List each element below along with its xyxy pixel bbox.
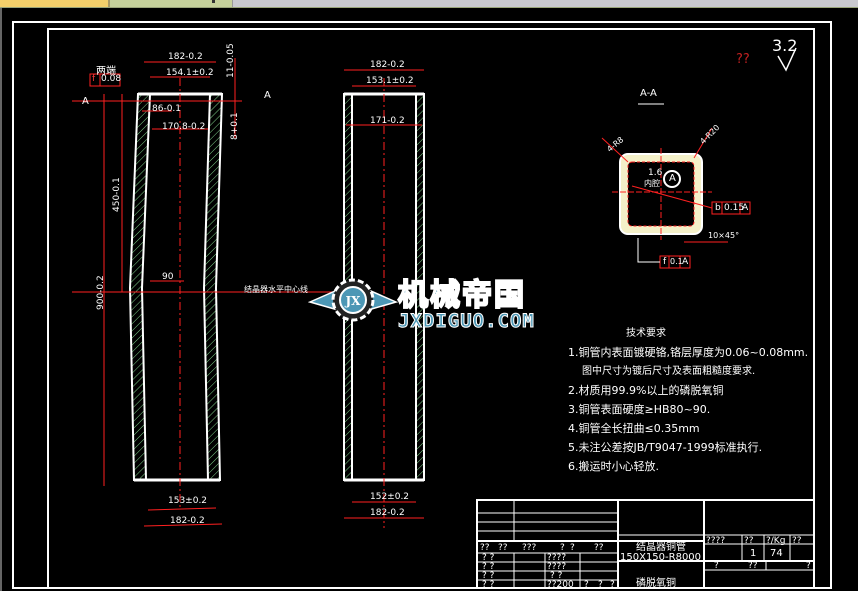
sign-5: ?? xyxy=(594,543,604,553)
window-title-bar xyxy=(0,0,858,8)
tol-f-value: 0.1 xyxy=(670,257,683,266)
row0-a: ? ? xyxy=(482,553,495,563)
note-3: 3.铜管表面硬度≥HB80~90. xyxy=(568,403,711,416)
right-dim-bottom-outer: 182-0.2 xyxy=(370,508,405,518)
chamfer: 10×45° xyxy=(708,231,740,240)
row2-a: ? ? xyxy=(482,571,495,581)
tb-header-2: ?/Kg xyxy=(766,536,786,546)
unknown-marks: ?? xyxy=(736,52,750,67)
note-5: 5.未注公差按JB/T9047-1999标准执行. xyxy=(568,441,763,454)
roughness-value: 1.6 xyxy=(648,168,663,178)
gear-wings-icon: JX xyxy=(307,278,399,322)
left-edge xyxy=(0,8,2,591)
section-mark-left: A xyxy=(82,96,89,107)
row3-e: ? xyxy=(610,580,615,590)
note-4: 4.铜管全长扭曲≤0.35mm xyxy=(568,422,700,435)
dim-450: 450-0.1 xyxy=(112,177,122,212)
title-bar-right xyxy=(232,0,858,7)
row3-d: ? xyxy=(598,580,603,590)
dim-top-inner: 154.1±0.2 xyxy=(166,68,214,78)
row0-b: ???? xyxy=(547,553,567,563)
dim-11: 11-0.05 xyxy=(226,43,236,78)
section-mark-right: A xyxy=(264,90,271,101)
tb-sub-0: ? xyxy=(714,561,719,571)
dim-900: 900-0.2 xyxy=(96,275,106,310)
watermark-logo: JX 机械帝国 JXDIGUO.COM xyxy=(307,266,580,336)
dim-top-outer: 182-0.2 xyxy=(168,52,203,62)
active-tab[interactable] xyxy=(0,0,110,7)
notes-title: 技术要求 xyxy=(626,328,666,339)
tol-b-symbol: b xyxy=(715,203,721,213)
inner-frame xyxy=(47,28,815,589)
tb-header-0: ???? xyxy=(706,536,726,546)
dim-170: 170.8-0.2 xyxy=(162,122,206,132)
right-dim-top-inner: 153.1±0.2 xyxy=(366,76,414,86)
dim-86: 86-0.1 xyxy=(152,104,182,114)
dim-bottom-outer: 182-0.2 xyxy=(170,516,205,526)
dim-8: 8+0.1 xyxy=(230,112,240,140)
centerline-label: 结晶器水平中心线 xyxy=(244,285,308,294)
note-1: 1.铜管内表面镀硬铬,铬层厚度为0.06~0.08mm. xyxy=(568,346,809,359)
roughness-corner: 3.2 xyxy=(772,36,798,55)
title-block-lines xyxy=(476,499,815,589)
tol-f-datum: A xyxy=(682,257,689,267)
title-marker xyxy=(212,0,215,3)
right-dim-171: 171-0.2 xyxy=(370,116,405,126)
row3-a: ? ? xyxy=(482,580,495,590)
row1-b: ???? xyxy=(547,562,567,572)
drawing-svg xyxy=(12,21,832,589)
part-spec: 150X150-R8000 xyxy=(620,552,702,563)
logo-chinese: 机械帝国 xyxy=(397,277,526,314)
svg-text:JX: JX xyxy=(345,294,362,308)
flatness-label: 两端 xyxy=(96,66,116,77)
right-dim-top-outer: 182-0.2 xyxy=(370,60,405,70)
row2-b: ? ? xyxy=(550,571,563,581)
roughness-icon xyxy=(777,47,797,72)
right-dim-bottom-inner: 152±0.2 xyxy=(370,492,410,502)
logo-english: JXDIGUO.COM xyxy=(398,310,535,333)
sign-4: ? xyxy=(570,543,575,553)
part-name: 结晶器铜管 xyxy=(636,542,686,553)
material: 磷脱氧铜 xyxy=(636,578,676,589)
sign-2: ??? xyxy=(522,543,537,553)
sign-1: ?? xyxy=(498,543,508,553)
flatness-symbol: f xyxy=(92,74,96,84)
sign-3: ? xyxy=(560,543,565,553)
note-6: 6.搬运时小心轻放. xyxy=(568,460,659,473)
row3-b: ??200 xyxy=(547,580,574,590)
row1-a: ? ? xyxy=(482,562,495,572)
cad-drawing-canvas[interactable]: 两端 f 0.08 A A 182-0.2 154.1±0.2 86-0.1 1… xyxy=(2,8,858,591)
tb-sub-1: ?? xyxy=(748,561,758,571)
note-1b: 图中尺寸为镀后尺寸及表面粗糙度要求. xyxy=(582,366,756,377)
tol-f-symbol: f xyxy=(663,257,667,267)
sign-0: ?? xyxy=(480,543,490,553)
tech-requirements: 技术要求 1.铜管内表面镀硬铬,铬层厚度为0.06~0.08mm. 图中尺寸为镀… xyxy=(568,324,808,476)
section-a-a xyxy=(601,103,751,269)
section-title: A-A xyxy=(640,88,657,99)
tb-sub-2: ? xyxy=(806,561,811,571)
note-2: 2.材质用99.9%以上的磷脱氧铜 xyxy=(568,384,724,397)
tol-b-value: 0.15 xyxy=(724,203,745,213)
roughness-note: 内腔 xyxy=(644,179,660,188)
row3-c: ? xyxy=(584,580,589,590)
tb-header-1: ?? xyxy=(744,536,754,546)
dim-90: 90 xyxy=(162,272,174,282)
weight: 74 xyxy=(770,548,783,559)
flatness-value: 0.08 xyxy=(101,74,122,84)
quantity: 1 xyxy=(750,548,757,559)
dim-bottom-inner: 153±0.2 xyxy=(168,496,208,506)
left-tube-view xyxy=(72,58,332,527)
tol-b-datum: A xyxy=(742,203,749,213)
datum-a: A xyxy=(669,173,676,184)
tb-header-3: ?? xyxy=(792,536,802,546)
